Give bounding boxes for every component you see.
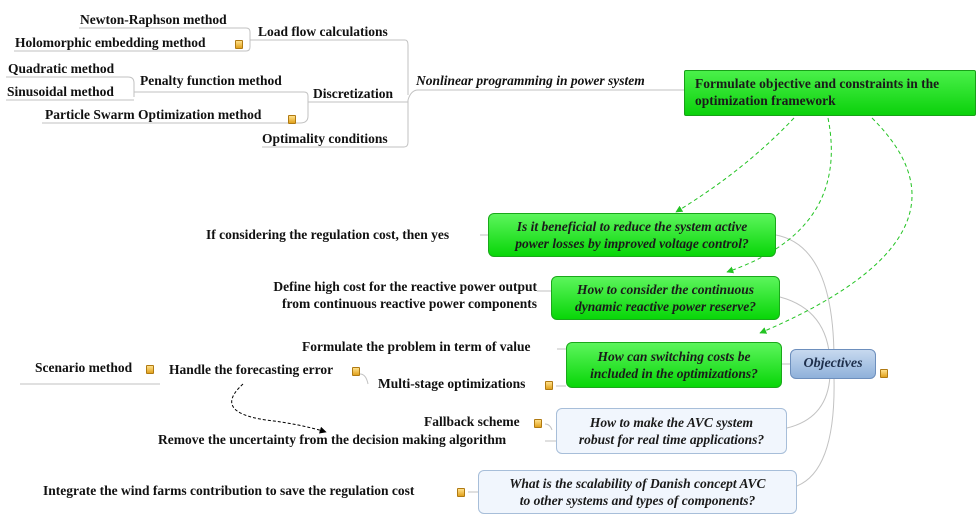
arrow-root-q1	[675, 117, 795, 213]
topic-nonlinear-programming[interactable]: Nonlinear programming in power system	[416, 73, 645, 88]
question-losses[interactable]: Is it beneficial to reduce the system ac…	[488, 213, 776, 257]
link-holomorphic-loadflow	[14, 39, 405, 52]
link-optimality	[262, 100, 409, 148]
topic-load-flow[interactable]: Load flow calculations	[258, 24, 388, 39]
link-loadflow-discretization	[404, 39, 409, 95]
link-obj-q1	[775, 234, 835, 361]
topic-pso[interactable]: Particle Swarm Optimization method	[45, 107, 262, 122]
question-switching-line-2: included in the optimizations?	[590, 366, 758, 381]
topic-optimality-conditions[interactable]: Optimality conditions	[262, 131, 388, 146]
answer-high-cost-line-1[interactable]: Define high cost for the reactive power …	[273, 279, 537, 294]
question-scalability[interactable]: What is the scalability of Danish concep…	[478, 470, 797, 514]
topic-sinusoidal-method[interactable]: Sinusoidal method	[7, 84, 114, 99]
root-line-1: Formulate objective and constraints in t…	[695, 76, 940, 91]
arrow-forecast-remove	[231, 383, 327, 434]
question-robust[interactable]: How to make the AVC system robust for re…	[556, 408, 787, 454]
arrow-root-q3	[759, 117, 913, 334]
question-robust-line-1: How to make the AVC system	[589, 415, 754, 430]
answer-regulation-cost[interactable]: If considering the regulation cost, then…	[206, 227, 450, 242]
link-pso	[42, 101, 408, 124]
link-obj-q4	[786, 374, 831, 429]
link-penalty	[134, 91, 309, 102]
note-icon[interactable]	[545, 381, 553, 390]
question-robust-line-2: robust for real time applications?	[578, 432, 765, 447]
answer-high-cost-line-2[interactable]: from continuous reactive power component…	[282, 296, 537, 311]
topic-multistage[interactable]: Multi-stage optimizations	[378, 376, 526, 391]
note-icon[interactable]	[146, 365, 154, 374]
question-switching[interactable]: How can switching costs be included in t…	[566, 342, 782, 388]
topic-newton-raphson[interactable]: Newton-Raphson method	[80, 12, 227, 27]
note-icon[interactable]	[288, 115, 296, 124]
arrow-root-q2	[726, 117, 832, 274]
topic-fallback-scheme[interactable]: Fallback scheme	[424, 414, 520, 429]
answer-formulate-value[interactable]: Formulate the problem in term of value	[302, 339, 531, 354]
topic-discretization[interactable]: Discretization	[313, 86, 393, 101]
note-icon[interactable]	[534, 419, 542, 428]
root-topic[interactable]: Formulate objective and constraints in t…	[684, 70, 976, 116]
note-icon[interactable]	[880, 369, 888, 378]
question-scalability-line-2: to other systems and types of components…	[519, 493, 756, 508]
note-icon[interactable]	[352, 367, 360, 376]
link-fallback	[544, 423, 553, 431]
question-reserve[interactable]: How to consider the continuous dynamic r…	[551, 276, 780, 320]
topic-quadratic-method[interactable]: Quadratic method	[8, 61, 115, 76]
link-nonlinear	[407, 89, 684, 101]
note-icon[interactable]	[457, 488, 465, 497]
question-reserve-line-2: dynamic reactive power reserve?	[574, 299, 757, 314]
root-line-2: optimization framework	[695, 93, 836, 108]
question-scalability-line-1: What is the scalability of Danish concep…	[509, 476, 766, 491]
link-obj-q5	[796, 377, 835, 487]
topic-forecasting-error[interactable]: Handle the forecasting error	[169, 362, 334, 377]
question-switching-line-1: How can switching costs be	[597, 349, 751, 364]
note-icon[interactable]	[235, 40, 243, 49]
topic-penalty-function[interactable]: Penalty function method	[140, 73, 282, 88]
topic-scenario-method[interactable]: Scenario method	[35, 360, 133, 375]
link-quadratic-sinusoidal	[6, 76, 135, 97]
question-losses-line-2: power losses by improved voltage control…	[515, 236, 749, 251]
topic-remove-uncertainty[interactable]: Remove the uncertainty from the decision…	[158, 432, 507, 447]
question-reserve-line-1: How to consider the continuous	[576, 282, 755, 297]
topic-integrate-wind[interactable]: Integrate the wind farms contribution to…	[43, 483, 415, 498]
topic-holomorphic-embedding[interactable]: Holomorphic embedding method	[15, 35, 206, 50]
objectives-node[interactable]: Objectives	[790, 349, 876, 379]
question-losses-line-1: Is it beneficial to reduce the system ac…	[516, 219, 748, 234]
link-forecast-multistage	[359, 373, 369, 385]
link-newton-loadflow	[79, 27, 251, 40]
